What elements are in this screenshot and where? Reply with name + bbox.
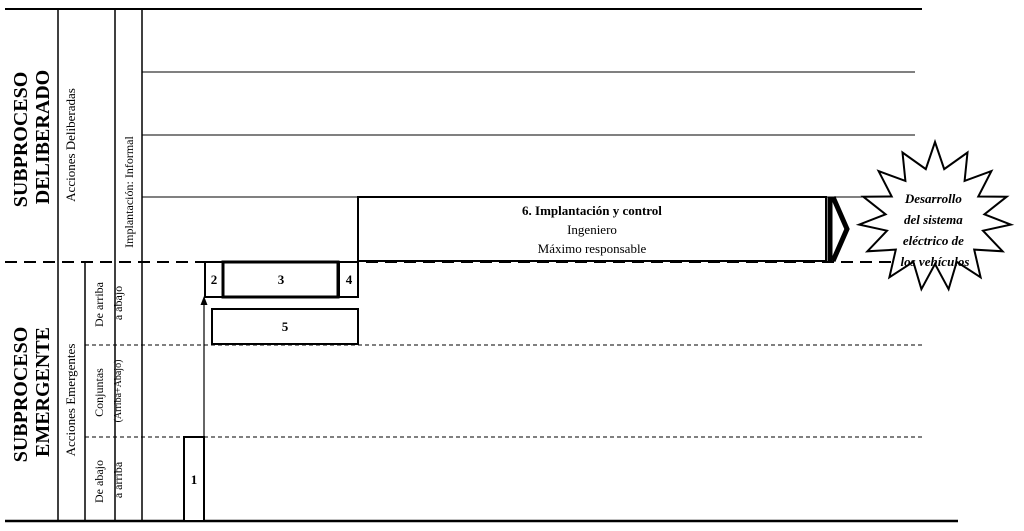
emergent-process-line2: EMERGENTE — [32, 327, 54, 457]
box-6-title: 6. Implantación y control — [522, 203, 662, 218]
box-6 — [357, 196, 827, 262]
emergent-process-line1: SUBPROCESO — [10, 327, 32, 463]
box-2-label: 2 — [211, 272, 218, 287]
box-6-end-chevron — [830, 195, 850, 263]
emergent-actions-label: Acciones Emergentes — [63, 344, 78, 457]
outcome-line2: del sistema — [904, 212, 963, 227]
joint-line2: (Arriba+Abajo) — [113, 360, 124, 423]
emergent-process-label: SUBPROCESO EMERGENTE — [10, 322, 54, 463]
top-down-label: De arriba a abajo — [92, 279, 125, 327]
implementation-label: Implantación: Informal — [122, 136, 136, 248]
box-6-line2: Ingeniero — [567, 222, 617, 237]
deliberate-process-line1: SUBPROCESO — [10, 72, 32, 208]
outcome-line4: los vehículos — [901, 254, 970, 269]
bottom-up-line2: a arriba — [111, 461, 125, 498]
joint-label: Conjuntas (Arriba+Abajo) — [92, 360, 124, 423]
box-1 — [183, 436, 205, 522]
arrow-head — [200, 296, 208, 305]
bottom-up-label: De abajo a arriba — [92, 457, 125, 503]
box-4 — [338, 261, 359, 298]
box-4-label: 4 — [346, 272, 353, 287]
box-5 — [211, 308, 359, 345]
box-3 — [221, 260, 340, 299]
deliberate-actions-label: Acciones Deliberadas — [63, 88, 78, 202]
box-3-label: 3 — [278, 272, 285, 287]
outcome-starburst — [855, 138, 1015, 292]
top-down-line1: De arriba — [92, 281, 106, 327]
top-down-line2: a abajo — [111, 286, 125, 320]
outcome-line1: Desarrollo — [904, 191, 963, 206]
box-5-label: 5 — [282, 319, 289, 334]
joint-line1: Conjuntas — [92, 368, 106, 417]
deliberate-process-line2: DELIBERADO — [32, 70, 54, 204]
bottom-up-line1: De abajo — [92, 460, 106, 503]
deliberate-process-label: SUBPROCESO DELIBERADO — [10, 67, 54, 208]
outcome-line3: eléctrico de — [903, 233, 964, 248]
outcome-text: Desarrollo del sistema eléctrico de los … — [901, 191, 970, 269]
box-6-line3: Máximo responsable — [538, 241, 647, 256]
box-1-label: 1 — [191, 472, 198, 487]
